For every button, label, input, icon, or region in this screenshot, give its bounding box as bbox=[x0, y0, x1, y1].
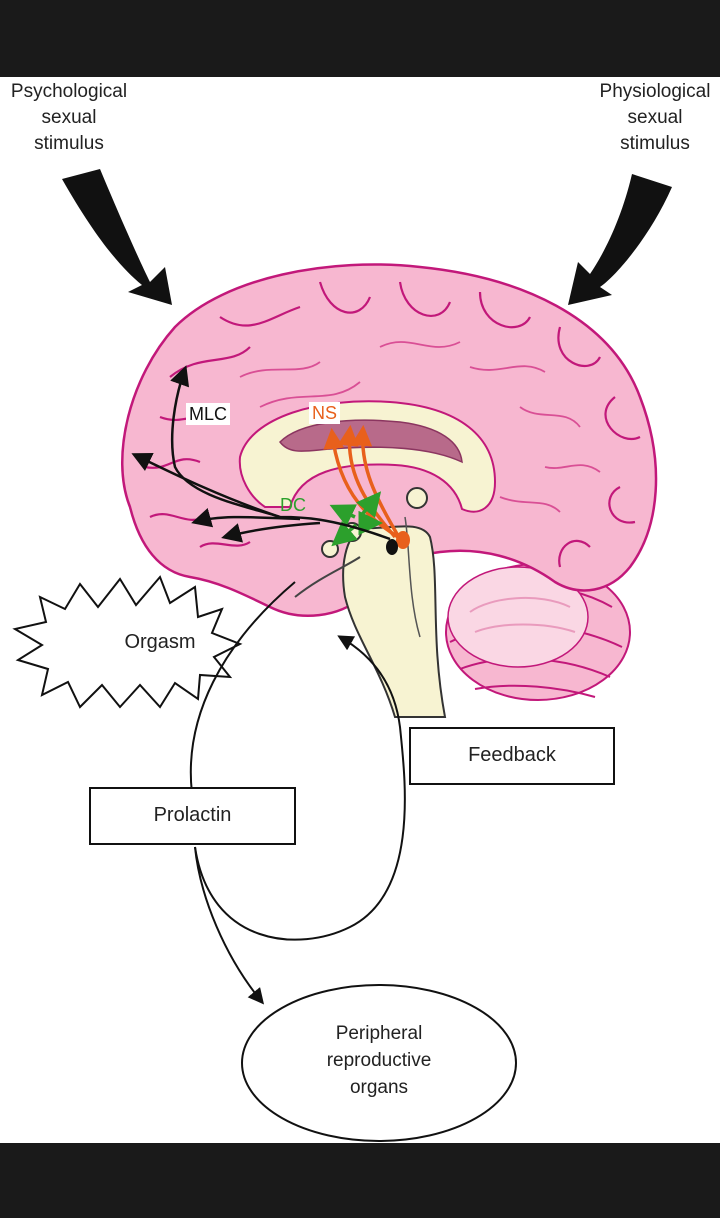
peripheral-organs-label: Peripheral reproductive organs bbox=[326, 1023, 432, 1098]
prolactin-to-brain-curve bbox=[189, 581, 296, 813]
dc-label: DC bbox=[280, 495, 306, 515]
orgasm-starburst bbox=[12, 575, 243, 709]
mlc-pathways bbox=[131, 365, 398, 555]
brain-nucleus bbox=[406, 487, 428, 509]
bottom-bar bbox=[0, 1143, 720, 1218]
psychological-stimulus-label: Psychological sexual stimulus bbox=[10, 81, 128, 154]
diagram-svg bbox=[12, 169, 672, 1142]
prolactin-to-organs-curve bbox=[194, 846, 265, 1005]
brainstem bbox=[342, 525, 447, 718]
top-bar bbox=[0, 0, 720, 77]
feedback-loop-curve bbox=[194, 635, 406, 941]
feedback-box bbox=[409, 727, 615, 785]
physiological-stimulus-arrow bbox=[568, 174, 672, 305]
prolactin-box bbox=[89, 787, 296, 845]
peripheral-organs-ellipse bbox=[241, 984, 517, 1142]
prolactin-label: Prolactin bbox=[153, 804, 232, 826]
ns-label: NS bbox=[309, 402, 341, 424]
psychological-stimulus-arrow bbox=[62, 169, 172, 305]
orgasm-label: Orgasm bbox=[124, 631, 196, 653]
physiological-stimulus-label: Physiological sexual stimulus bbox=[599, 81, 711, 154]
mlc-label: MLC bbox=[186, 403, 231, 425]
feedback-label: Feedback bbox=[468, 744, 556, 766]
cerebellum bbox=[445, 563, 631, 701]
diagram-canvas: Psychological sexual stimulus Physiologi… bbox=[0, 77, 720, 1143]
